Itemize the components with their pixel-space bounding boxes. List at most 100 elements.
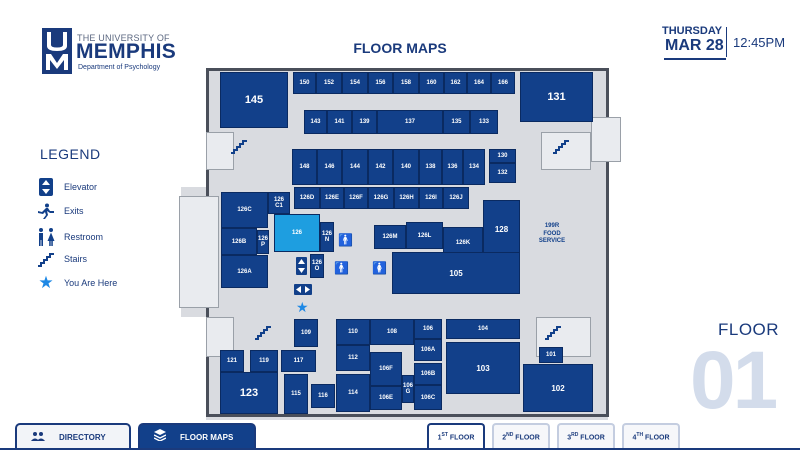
university-logo-mark [42, 28, 72, 74]
room-156[interactable]: 156 [368, 72, 393, 94]
floor-1-button[interactable]: 1ST FLOOR [427, 423, 485, 449]
floor-maps-button[interactable]: FLOOR MAPS [138, 423, 256, 449]
department-name: Department of Psychology [78, 64, 161, 71]
room-102[interactable]: 102 [523, 364, 593, 412]
room-139[interactable]: 139 [352, 110, 377, 134]
room-105[interactable]: 105 [392, 252, 520, 294]
room-137[interactable]: 137 [377, 110, 443, 134]
elevator-icon [37, 178, 55, 196]
room-152[interactable]: 152 [316, 72, 342, 94]
floor-maps-label: FLOOR MAPS [180, 432, 234, 442]
room-103[interactable]: 103 [446, 342, 520, 394]
legend-label-stairs: Stairs [64, 254, 88, 264]
room-131[interactable]: 131 [520, 72, 593, 122]
room-130[interactable]: 130 [489, 149, 516, 163]
room-116[interactable]: 116 [311, 384, 335, 408]
legend-item-stairs: Stairs [37, 249, 87, 269]
room-140[interactable]: 140 [393, 149, 419, 185]
room-162[interactable]: 162 [444, 72, 467, 94]
room-126m[interactable]: 126M [374, 225, 406, 249]
legend-item-restroom: Restroom [37, 227, 103, 247]
elevator-icon [294, 282, 312, 295]
stairs-icon [544, 324, 562, 345]
star-icon: ★ [38, 273, 54, 292]
room-106b[interactable]: 106B [414, 363, 442, 385]
room-115[interactable]: 115 [284, 374, 308, 414]
date-underline [664, 58, 726, 60]
room-135[interactable]: 135 [443, 110, 470, 134]
room-126l[interactable]: 126L [406, 222, 443, 249]
restroom-icon: 🚹 [338, 233, 353, 247]
room-106e[interactable]: 106E [370, 386, 402, 410]
room-108[interactable]: 108 [370, 319, 414, 345]
room-101[interactable]: 101 [539, 347, 563, 363]
room-114[interactable]: 114 [336, 374, 370, 412]
room-136[interactable]: 136 [442, 149, 463, 185]
stairs-icon [230, 138, 248, 159]
stairs-icon [37, 250, 55, 268]
floor-map: 145 150 152 154 156 158 160 162 164 166 … [176, 62, 646, 422]
directory-button[interactable]: DIRECTORY [15, 423, 131, 449]
room-148[interactable]: 148 [292, 149, 317, 185]
room-144[interactable]: 144 [342, 149, 368, 185]
elevator-icon [296, 257, 307, 275]
you-are-here-star-icon: ★ [296, 299, 309, 315]
room-126c1[interactable]: 126 C1 [268, 192, 290, 214]
room-160[interactable]: 160 [419, 72, 444, 94]
floor-2-button[interactable]: 2ND FLOOR [492, 423, 550, 449]
room-112[interactable]: 112 [336, 345, 370, 371]
room-126i[interactable]: 126I [419, 187, 443, 209]
legend-label-elevator: Elevator [64, 182, 98, 192]
room-166[interactable]: 166 [491, 72, 515, 94]
room-126p[interactable]: 126 P [257, 230, 269, 254]
room-106c[interactable]: 106C [414, 385, 442, 410]
room-142[interactable]: 142 [368, 149, 393, 185]
floor-3-button[interactable]: 3RD FLOOR [557, 423, 615, 449]
room-106g[interactable]: 106 G [402, 375, 414, 403]
room-119[interactable]: 119 [250, 350, 278, 372]
bottom-border [0, 448, 800, 450]
room-121[interactable]: 121 [220, 350, 244, 372]
room-132[interactable]: 132 [489, 163, 516, 183]
room-110[interactable]: 110 [336, 319, 370, 345]
room-126h[interactable]: 126H [394, 187, 419, 209]
room-109[interactable]: 109 [294, 319, 318, 347]
room-126a[interactable]: 126A [221, 255, 268, 288]
room-141[interactable]: 141 [327, 110, 352, 134]
room-128[interactable]: 128 [483, 200, 520, 259]
room-126f[interactable]: 126F [344, 187, 368, 209]
room-106f[interactable]: 106F [370, 352, 402, 386]
room-150[interactable]: 150 [293, 72, 316, 94]
room-145[interactable]: 145 [220, 72, 288, 128]
floor-4-button[interactable]: 4TH FLOOR [622, 423, 680, 449]
room-126b[interactable]: 126B [221, 228, 257, 255]
room-126d[interactable]: 126D [294, 187, 320, 209]
room-146[interactable]: 146 [317, 149, 342, 185]
room-164[interactable]: 164 [467, 72, 491, 94]
room-106a[interactable]: 106A [414, 339, 442, 361]
room-123[interactable]: 123 [220, 372, 278, 414]
room-126-current[interactable]: 126 [274, 214, 320, 252]
floor-3-label: 3RD FLOOR [567, 432, 605, 442]
university-name: MEMPHIS [76, 40, 177, 63]
room-133[interactable]: 133 [470, 110, 498, 134]
room-158[interactable]: 158 [393, 72, 419, 94]
legend-item-you-are-here: ★ You Are Here [37, 273, 117, 293]
room-104[interactable]: 104 [446, 319, 520, 339]
room-143[interactable]: 143 [304, 110, 327, 134]
room-126e[interactable]: 126E [320, 187, 344, 209]
room-134[interactable]: 134 [463, 149, 485, 185]
room-126g[interactable]: 126G [368, 187, 394, 209]
time-label: 12:45PM [733, 35, 786, 50]
room-126j[interactable]: 126J [443, 187, 469, 209]
room-126c[interactable]: 126C [221, 192, 268, 228]
room-126n[interactable]: 126 N [320, 222, 334, 252]
room-126o[interactable]: 126 O [310, 254, 324, 278]
room-154[interactable]: 154 [342, 72, 368, 94]
floor-2-label: 2ND FLOOR [502, 432, 540, 442]
room-106[interactable]: 106 [414, 319, 442, 339]
room-138[interactable]: 138 [419, 149, 442, 185]
people-icon [31, 428, 45, 446]
room-117[interactable]: 117 [281, 350, 316, 372]
day-label: THURSDAY [662, 25, 723, 37]
